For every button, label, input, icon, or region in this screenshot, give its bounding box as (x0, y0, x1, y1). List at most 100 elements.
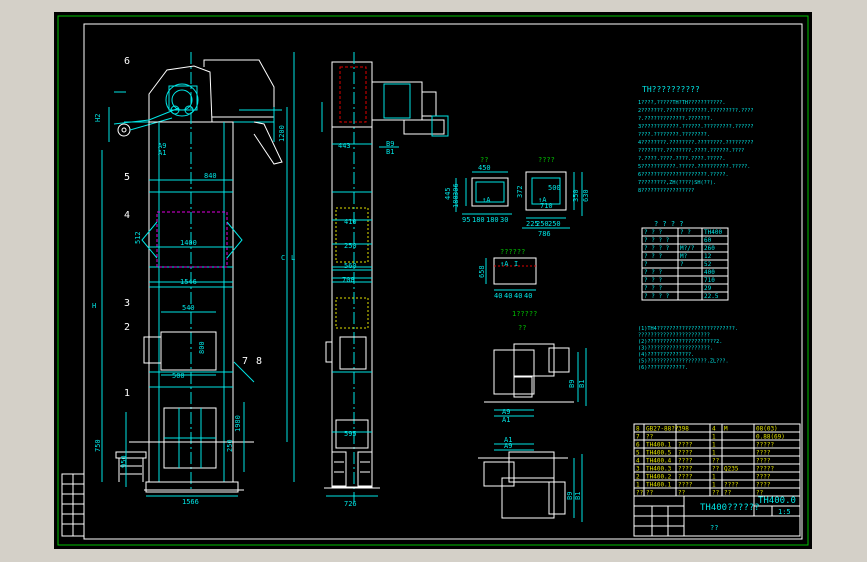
param-cell: ? ? ? ? (644, 245, 670, 252)
parts-cell: GB27-88?? (646, 426, 679, 433)
dim-1980: 1980 (234, 415, 242, 432)
parts-cell: ?? (678, 490, 686, 497)
parts-cell: TH400.1 (646, 482, 672, 489)
param-cell: M?/? (680, 245, 695, 252)
parts-cell: ?? (724, 490, 732, 497)
parts-cell: Q235 (724, 466, 739, 473)
parts-cell: 1 (712, 450, 716, 457)
param-cell: 29 (704, 285, 712, 292)
front-view[interactable] (101, 52, 295, 497)
param-cell: 710 (704, 277, 715, 284)
dim-726: 726 (344, 500, 357, 508)
drawing-number: TH400.0 (758, 496, 796, 506)
param-cell: 52 (704, 261, 712, 268)
part-no-8: 8 (256, 356, 262, 367)
notes-line: ?.????.????.????.????.?????. (638, 156, 725, 162)
parts-cell: TH400.5 (646, 450, 672, 457)
dim-1400: 1400 (180, 239, 197, 247)
dim-1200: 1200 (278, 125, 286, 142)
parts-cell: 5 (636, 450, 640, 457)
drawing-subtitle: ?? (710, 524, 718, 532)
detail-4-dim-a1: A1 (502, 416, 510, 424)
dim-C: C (281, 254, 285, 262)
parts-cell: ???? (678, 458, 693, 465)
detail-1-dim-0: 450 (478, 164, 491, 172)
detail-view-1[interactable]: ?? 450 445 180 306 95 180 180 30 ↑A (444, 156, 512, 224)
parts-cell: ?? (636, 490, 644, 497)
dim-750: 750 (94, 439, 102, 452)
parts-cell: ?? (712, 490, 720, 497)
detail-1-label: ?? (480, 156, 488, 164)
detail-view-5[interactable]: A1 A9 B9 B1 (478, 436, 583, 522)
inner-border (83, 23, 803, 540)
parts-cell: 1 (712, 434, 716, 441)
parts-cell: ????? (756, 442, 774, 449)
tech-note-line: (4)??????????????. (638, 352, 694, 358)
dim-708: 708 (342, 276, 355, 284)
parts-cell: ????? (756, 466, 774, 473)
notes-lines: 1????,?????TH?TH???????????. 2???????.???… (638, 100, 754, 194)
detail-2-dim-7: 350 (572, 189, 580, 202)
detail-5-dim-a9: A9 (504, 442, 512, 450)
notes-line: 1????,?????TH?TH???????????. (638, 100, 725, 106)
tech-note-line: (6)????????????. (638, 365, 688, 371)
title-block: TH400?????? TH400.0 1:5 ?? (633, 495, 801, 537)
dim-H: H (92, 302, 96, 310)
parts-cell: 8 (636, 426, 640, 433)
dim-1546: 1546 (180, 278, 197, 286)
front-labels: 6 5 4 3 2 1 7 8 H2 A9 A1 840 1400 1546 5… (92, 56, 295, 506)
detail-4-dim-a9: A9 (502, 408, 510, 416)
detail-2-dim-6: 250 (548, 220, 561, 228)
param-table-title: ? ? ? ? (654, 220, 684, 228)
part-no-3: 3 (124, 298, 130, 309)
part-no-6: 6 (124, 56, 130, 67)
parts-cell: 08(03) (756, 426, 778, 433)
parts-cell: 0.88(69) (756, 434, 785, 441)
drawing-scale: 1:5 (778, 508, 791, 516)
notes-line: 2???????.?????????????.?????????.???? (638, 108, 754, 114)
param-cell: 22.5 (704, 293, 719, 300)
tech-note-line: ??????????????????????? (638, 333, 710, 339)
param-cell: 60 (704, 237, 712, 244)
parts-cell: 1 (636, 482, 640, 489)
detail-view-4[interactable]: 1????? ?? A9 A1 B9 B1 (484, 310, 587, 424)
dim-a9: A9 (158, 142, 166, 150)
outer-border (57, 15, 809, 546)
detail-1-dim-7: 30 (500, 216, 508, 224)
drawing-svg[interactable]: 6 5 4 3 2 1 7 8 H2 A9 A1 840 1400 1546 5… (54, 12, 812, 549)
parts-cell: ?? (646, 434, 654, 441)
side-view[interactable] (321, 52, 449, 502)
detail-4-dim-b9: B9 (568, 380, 576, 388)
parts-cell: TH400.4 (646, 458, 672, 465)
detail-3-arrow: ↑A (500, 260, 509, 268)
parts-cell: 1 (712, 442, 716, 449)
notes-line: 6?????????????????????.?????. (638, 172, 729, 178)
detail-3-dim-0: 658 (478, 265, 486, 278)
parts-cell: 398 (678, 426, 689, 433)
param-cell: 400 (704, 269, 715, 276)
dim-L: L (291, 254, 295, 262)
notes-line: 7????????,ZH(????)SH(??). (638, 180, 716, 186)
param-table: ? ? ? ? ? ? ?? ?TH400? ? ? ?60? ? ? ?M?/… (641, 220, 729, 301)
dim-b1: B1 (386, 148, 394, 156)
dim-950: 950 (120, 455, 128, 468)
parts-cell: ???? (678, 482, 693, 489)
detail-view-2[interactable]: ???? 500 710 372 225 250 786 250 350 630… (516, 156, 590, 238)
param-cell: ? ? ? ? (644, 237, 670, 244)
cad-drawing-canvas[interactable]: 6 5 4 3 2 1 7 8 H2 A9 A1 840 1400 1546 5… (54, 12, 812, 549)
notes-line: ????????.????????.????.??????.???? (638, 148, 744, 154)
detail-3-dim-2: 40 (504, 292, 512, 300)
notes-line: 3????????????.??????.?????????.?????? (638, 124, 754, 130)
detail-2-dim-2: 372 (516, 185, 524, 198)
parts-cell: 4 (712, 426, 716, 433)
parts-cell: ???? (724, 482, 739, 489)
parts-cell: 3 (636, 466, 640, 473)
detail-2-dim-1: 710 (540, 202, 553, 210)
detail-view-3[interactable]: ?????? 658 40 40 40 40 ↑A I (478, 248, 537, 300)
dim-443: 443 (338, 142, 351, 150)
param-cell: ? ? ? (644, 229, 662, 236)
detail-1-dim-1: 445 (444, 187, 452, 200)
detail-4-label2: 1????? (512, 310, 537, 318)
left-strip (61, 473, 85, 537)
detail-4-label: ?? (518, 324, 526, 332)
